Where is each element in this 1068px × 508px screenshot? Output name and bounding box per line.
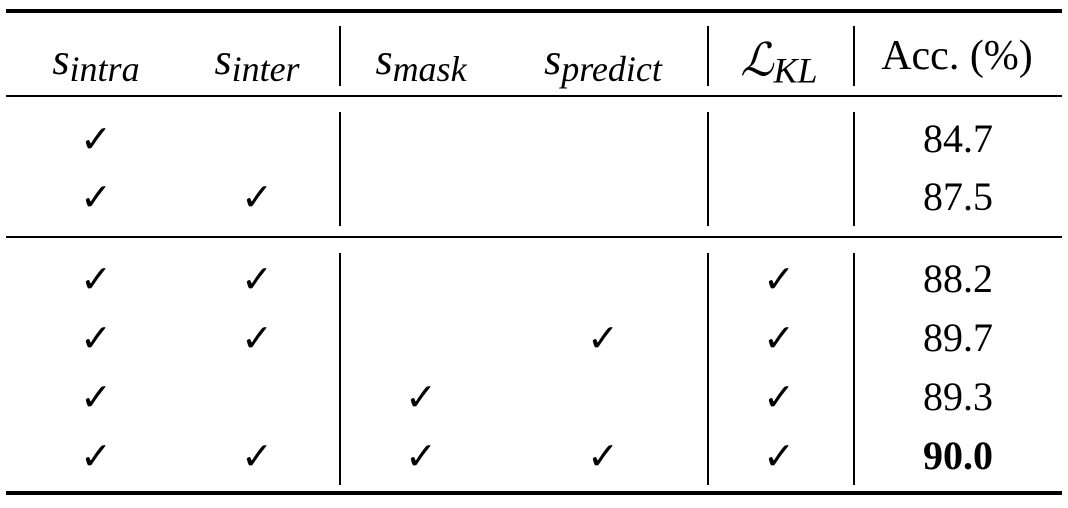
top-rule [6, 9, 1062, 13]
accuracy-value: 88.2 [923, 256, 993, 301]
checkmark-icon: ✓ [763, 257, 795, 301]
vrule-head-1 [339, 26, 341, 86]
header-kl-loss: ℒKL [740, 32, 818, 91]
checkmark-icon: ✓ [405, 434, 437, 478]
checkmark-icon: ✓ [80, 257, 112, 301]
checkmark-icon: ✓ [80, 117, 112, 161]
header-s-mask: smask [375, 35, 467, 89]
checkmark-icon: ✓ [763, 316, 795, 360]
group-divider-rule [6, 236, 1062, 238]
vrule-head-2 [707, 26, 709, 86]
accuracy-value: 89.7 [923, 315, 993, 360]
checkmark-icon: ✓ [80, 175, 112, 219]
header-s-predict: spredict [544, 35, 662, 89]
vrule-group1-2 [707, 112, 709, 226]
checkmark-icon: ✓ [405, 375, 437, 419]
header-s-inter: sinter [214, 35, 300, 89]
vrule-group2-1 [339, 253, 341, 485]
accuracy-value: 87.5 [923, 174, 993, 219]
checkmark-icon: ✓ [241, 316, 273, 360]
accuracy-value: 84.7 [923, 116, 993, 161]
checkmark-icon: ✓ [763, 434, 795, 478]
accuracy-value: 90.0 [923, 433, 993, 478]
vrule-group1-3 [853, 112, 855, 226]
checkmark-icon: ✓ [587, 316, 619, 360]
accuracy-value: 89.3 [923, 374, 993, 419]
checkmark-icon: ✓ [80, 316, 112, 360]
bottom-rule [6, 491, 1062, 495]
header-s-intra: sintra [52, 35, 140, 89]
checkmark-icon: ✓ [587, 434, 619, 478]
vrule-head-3 [853, 26, 855, 86]
checkmark-icon: ✓ [80, 375, 112, 419]
vrule-group2-3 [853, 253, 855, 485]
checkmark-icon: ✓ [241, 257, 273, 301]
checkmark-icon: ✓ [80, 434, 112, 478]
header-rule [6, 95, 1062, 97]
checkmark-icon: ✓ [241, 434, 273, 478]
checkmark-icon: ✓ [241, 175, 273, 219]
vrule-group2-2 [707, 253, 709, 485]
checkmark-icon: ✓ [763, 375, 795, 419]
vrule-group1-1 [339, 112, 341, 226]
header-accuracy: Acc. (%) [881, 33, 1033, 79]
